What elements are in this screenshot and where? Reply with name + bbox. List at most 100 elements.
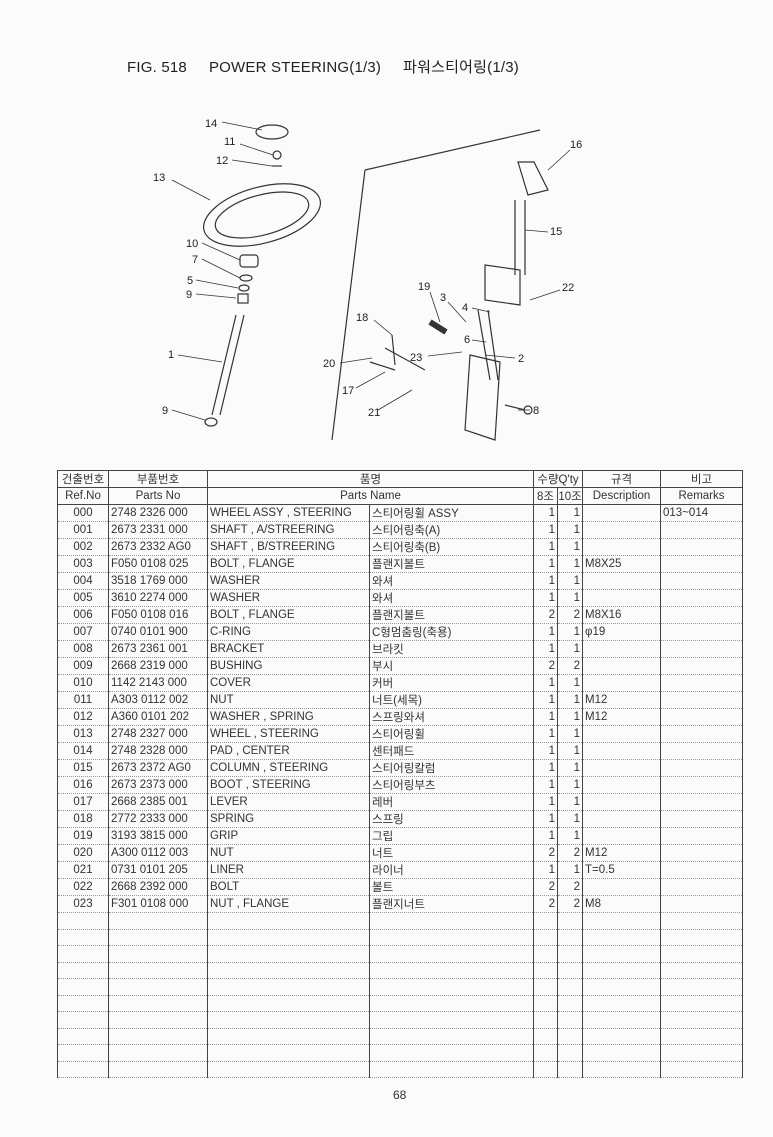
remarks: 013~014 [660, 504, 744, 522]
figure-title-korean: 파워스티어링(1/3) [403, 59, 519, 76]
callout-label: 18 [356, 312, 368, 324]
remarks [660, 742, 744, 760]
part-name-ko: 커버 [368, 674, 535, 692]
remarks [660, 759, 744, 777]
empty-cell [557, 1011, 584, 1029]
part-name-ko: 부시 [368, 657, 535, 675]
description [582, 742, 662, 760]
qty-10: 1 [557, 504, 584, 522]
callout-label: 9 [186, 289, 192, 301]
part-no: 2668 2385 001 [108, 793, 208, 811]
empty-row [57, 912, 744, 930]
part-name-ko: C형멈춤링(축용) [368, 623, 535, 641]
empty-row [57, 994, 744, 1012]
empty-cell [582, 1011, 662, 1029]
callout-label: 8 [533, 405, 539, 417]
part-name-ko: 스티어링축(B) [368, 538, 535, 556]
description [582, 657, 662, 675]
ref-no: 022 [57, 878, 109, 896]
empty-row [57, 1044, 744, 1062]
qty-8: 1 [533, 725, 559, 743]
part-no: 2668 2319 000 [108, 657, 208, 675]
part-name-en: PAD , CENTER [207, 742, 370, 760]
remarks [660, 589, 744, 607]
part-name-ko: 스티어링휠 [368, 725, 535, 743]
qty-8: 1 [533, 827, 559, 845]
ref-no: 001 [57, 521, 109, 539]
empty-cell [557, 1060, 584, 1078]
empty-cell [368, 961, 535, 979]
part-name-en: BRACKET [207, 640, 370, 658]
ref-no: 018 [57, 810, 109, 828]
part-no: F050 0108 025 [108, 555, 208, 573]
part-no: 2748 2328 000 [108, 742, 208, 760]
empty-cell [57, 1027, 109, 1045]
empty-cell [108, 1027, 208, 1045]
qty-10: 2 [557, 606, 584, 624]
empty-cell [660, 1011, 744, 1029]
part-no: 3193 3815 000 [108, 827, 208, 845]
part-name-ko: 플랜지너트 [368, 895, 535, 913]
qty-10: 2 [557, 878, 584, 896]
col-qty-ko: 수량Q'ty [533, 470, 584, 488]
part-no: 2673 2372 AG0 [108, 759, 208, 777]
callout-label: 4 [462, 302, 468, 314]
remarks [660, 555, 744, 573]
empty-cell [582, 1044, 662, 1062]
part-name-en: LINER [207, 861, 370, 879]
ref-no: 004 [57, 572, 109, 590]
empty-cell [108, 994, 208, 1012]
ref-no: 021 [57, 861, 109, 879]
part-no: F050 0108 016 [108, 606, 208, 624]
ref-no: 019 [57, 827, 109, 845]
ref-no: 003 [57, 555, 109, 573]
callout-label: 5 [187, 275, 193, 287]
empty-cell [557, 928, 584, 946]
part-name-en: WASHER , SPRING [207, 708, 370, 726]
header-row-korean: 건출번호 부품번호 품명 수량Q'ty 규격 비고 [57, 470, 744, 488]
qty-10: 2 [557, 895, 584, 913]
ref-no: 009 [57, 657, 109, 675]
part-name-ko: 레버 [368, 793, 535, 811]
empty-row [57, 961, 744, 979]
callout-label: 10 [186, 238, 198, 250]
part-name-en: COVER [207, 674, 370, 692]
empty-cell [207, 912, 370, 930]
part-name-ko: 센터패드 [368, 742, 535, 760]
part-name-ko: 와셔 [368, 589, 535, 607]
remarks [660, 844, 744, 862]
empty-cell [108, 961, 208, 979]
callout-label: 9 [162, 405, 168, 417]
part-name-ko: 라이너 [368, 861, 535, 879]
description [582, 572, 662, 590]
ref-no: 020 [57, 844, 109, 862]
empty-cell [660, 1044, 744, 1062]
remarks [660, 861, 744, 879]
empty-cell [207, 994, 370, 1012]
part-name-en: C-RING [207, 623, 370, 641]
qty-8: 1 [533, 589, 559, 607]
part-no: F301 0108 000 [108, 895, 208, 913]
part-name-en: LEVER [207, 793, 370, 811]
description [582, 640, 662, 658]
part-no: 2673 2332 AG0 [108, 538, 208, 556]
qty-10: 1 [557, 589, 584, 607]
qty-8: 1 [533, 759, 559, 777]
remarks [660, 657, 744, 675]
col-remarks: Remarks [660, 487, 744, 505]
part-name-ko: 스프링와셔 [368, 708, 535, 726]
empty-cell [207, 1044, 370, 1062]
remarks [660, 691, 744, 709]
part-no: 2772 2333 000 [108, 810, 208, 828]
empty-cell [108, 945, 208, 963]
empty-cell [207, 1027, 370, 1045]
